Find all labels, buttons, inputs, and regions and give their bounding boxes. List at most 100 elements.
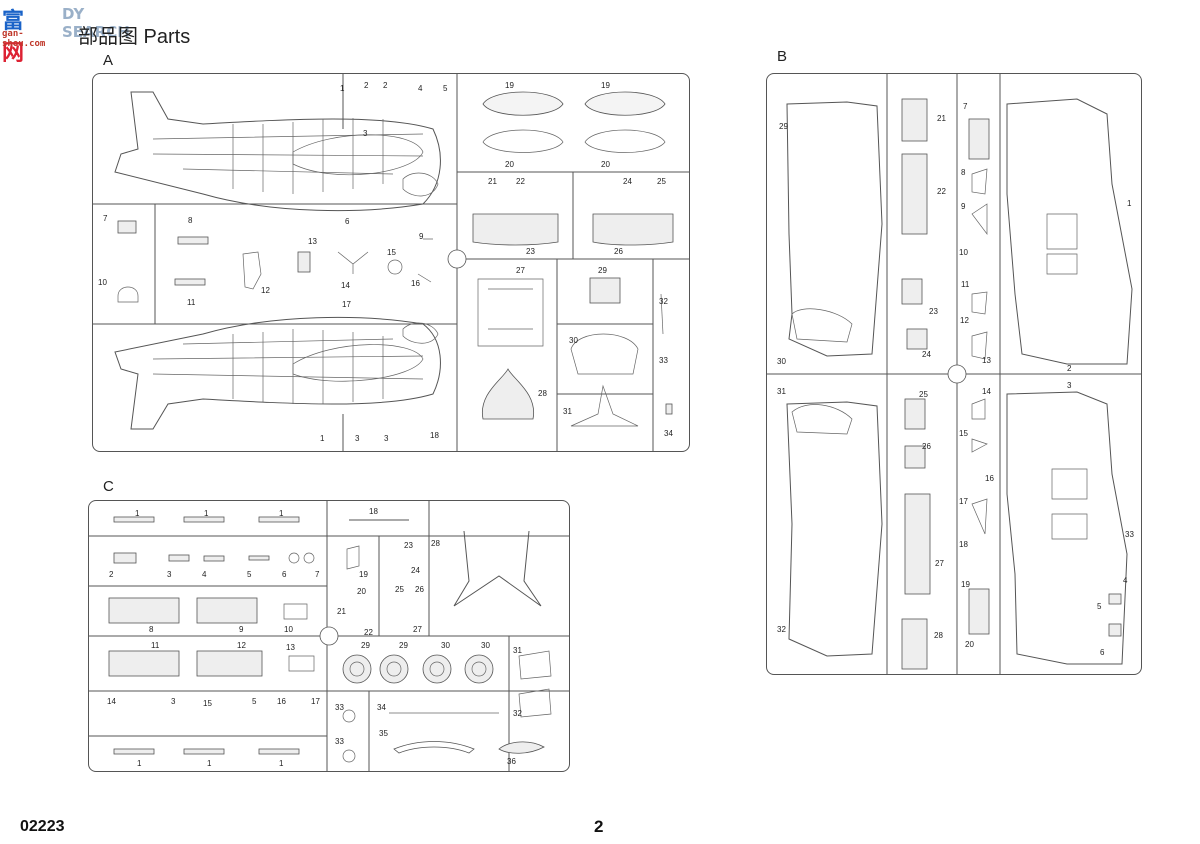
part-number: 9: [239, 625, 244, 634]
part-number: 31: [513, 646, 522, 655]
part-number: 7: [103, 214, 108, 223]
part-number: 21: [937, 114, 946, 123]
part-number: 1: [204, 509, 209, 518]
watermark-logo: 富网: [2, 9, 24, 66]
part-number: 15: [959, 429, 968, 438]
sprue-a-drawing: [93, 74, 689, 451]
part-number: 29: [598, 266, 607, 275]
part-number: 2: [1067, 364, 1072, 373]
part-number: 33: [335, 703, 344, 712]
part-number: 31: [777, 387, 786, 396]
part-number: 3: [167, 570, 172, 579]
watermark-search-text: DY SEARCH: [62, 5, 130, 41]
part-number: 4: [1123, 576, 1128, 585]
part-number: 1: [1127, 199, 1132, 208]
part-number: 1: [137, 759, 142, 768]
part-number: 24: [411, 566, 420, 575]
part-number: 8: [961, 168, 966, 177]
part-number: 11: [151, 641, 160, 650]
part-number: 10: [98, 278, 107, 287]
part-number: 23: [404, 541, 413, 550]
part-number: 22: [516, 177, 525, 186]
part-number: 28: [431, 539, 440, 548]
part-number: 6: [282, 570, 287, 579]
part-number: 25: [919, 390, 928, 399]
part-number: 24: [922, 350, 931, 359]
part-number: 1: [279, 759, 284, 768]
part-number: 19: [505, 81, 514, 90]
part-number: 1: [279, 509, 284, 518]
sprue-c-drawing: [89, 501, 569, 771]
part-number: 27: [935, 559, 944, 568]
part-number: 6: [345, 217, 350, 226]
part-number: 19: [601, 81, 610, 90]
part-number: 16: [277, 697, 286, 706]
part-number: 10: [959, 248, 968, 257]
part-number: 16: [985, 474, 994, 483]
part-number: 2: [109, 570, 114, 579]
sprue-c-frame: 1 1 1 18 2 3 4 5 6 7 19 23 24 8 9 10 20 …: [88, 500, 570, 772]
part-number: 30: [441, 641, 450, 650]
part-number: 35: [379, 729, 388, 738]
part-number: 5: [252, 697, 257, 706]
part-number: 25: [395, 585, 404, 594]
part-number: 21: [337, 607, 346, 616]
part-number: 20: [965, 640, 974, 649]
part-number: 13: [982, 356, 991, 365]
part-number: 4: [418, 84, 423, 93]
part-number: 26: [415, 585, 424, 594]
part-number: 11: [961, 280, 970, 289]
part-number: 5: [1097, 602, 1102, 611]
part-number: 4: [202, 570, 207, 579]
part-number: 20: [505, 160, 514, 169]
part-number: 12: [237, 641, 246, 650]
part-number: 33: [659, 356, 668, 365]
part-number: 19: [359, 570, 368, 579]
part-number: 28: [934, 631, 943, 640]
part-number: 32: [777, 625, 786, 634]
frame-label-b: B: [777, 48, 788, 65]
part-number: 21: [488, 177, 497, 186]
part-number: 9: [961, 202, 966, 211]
part-number: 34: [377, 703, 386, 712]
sprue-b-frame: 29 30 21 22 23 24 7 8 9 10 11 12 13 1 2 …: [766, 73, 1142, 675]
part-number: 31: [563, 407, 572, 416]
part-number: 14: [982, 387, 991, 396]
part-number: 23: [526, 247, 535, 256]
part-number: 28: [538, 389, 547, 398]
part-number: 22: [364, 628, 373, 637]
part-number: 15: [387, 248, 396, 257]
part-number: 17: [959, 497, 968, 506]
part-number: 1: [340, 84, 345, 93]
part-number: 7: [315, 570, 320, 579]
part-number: 32: [513, 709, 522, 718]
part-number: 18: [959, 540, 968, 549]
part-number: 17: [342, 300, 351, 309]
part-number: 18: [369, 507, 378, 516]
sprue-a-frame: 1 2 2 3 4 5 6 7 8 9 10 11 12 13 14 15 16…: [92, 73, 690, 452]
part-number: 5: [443, 84, 448, 93]
part-number: 30: [777, 357, 786, 366]
part-number: 9: [419, 232, 424, 241]
part-number: 8: [149, 625, 154, 634]
part-number: 1: [135, 509, 140, 518]
part-number: 17: [311, 697, 320, 706]
part-number: 36: [507, 757, 516, 766]
part-number: 15: [203, 699, 212, 708]
part-number: 30: [569, 336, 578, 345]
part-number: 23: [929, 307, 938, 316]
part-number: 3: [363, 129, 368, 138]
part-number: 7: [963, 102, 968, 111]
part-number: 2: [364, 81, 369, 90]
part-number: 3: [384, 434, 389, 443]
frame-label-a: A: [103, 52, 114, 69]
part-number: 13: [308, 237, 317, 246]
part-number: 33: [335, 737, 344, 746]
sprue-b-drawing: [767, 74, 1141, 674]
part-number: 16: [411, 279, 420, 288]
part-number: 27: [516, 266, 525, 275]
part-number: 32: [659, 297, 668, 306]
part-number: 34: [664, 429, 673, 438]
part-number: 20: [601, 160, 610, 169]
part-number: 13: [286, 643, 295, 652]
